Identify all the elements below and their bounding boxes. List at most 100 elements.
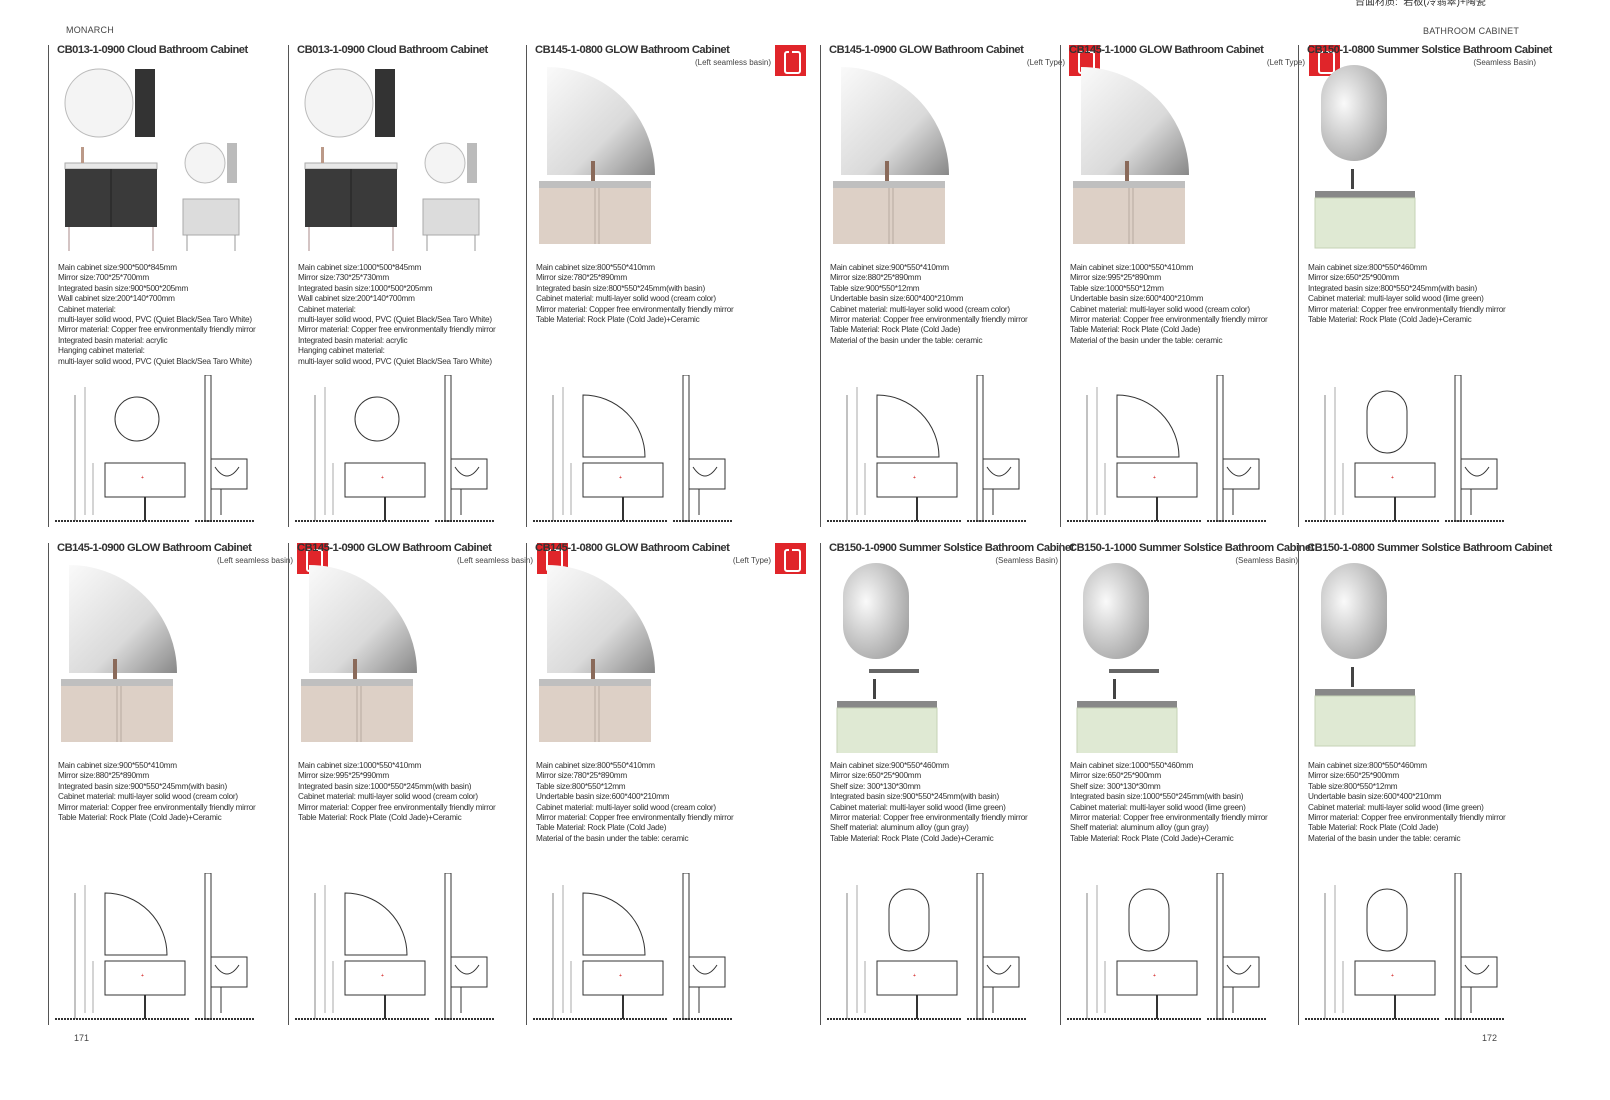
dimension-drawing: + bbox=[295, 374, 495, 522]
faucet bbox=[1125, 161, 1129, 181]
product-image bbox=[1307, 561, 1532, 753]
product-title: CB013-1-0900 Cloud Bathroom Cabinet bbox=[297, 44, 488, 56]
spec-line: Shelf size: 300*130*30mm bbox=[830, 781, 921, 791]
product-card: CB145-1-0800 GLOW Bathroom Cabinet(Left … bbox=[526, 44, 806, 527]
spec-line: Main cabinet size:800*550*460mm bbox=[1308, 263, 1427, 272]
side-wall bbox=[204, 374, 212, 522]
brand-logo-icon bbox=[775, 543, 806, 574]
drawing-mirror bbox=[876, 394, 940, 458]
drawing-mirror bbox=[582, 394, 646, 458]
spec-line: Mirror size:995*25*990mm bbox=[298, 771, 389, 781]
quarter-round-mirror bbox=[1081, 67, 1189, 175]
product-title: CB145-1-0900 GLOW Bathroom Cabinet bbox=[829, 44, 1024, 56]
product-image bbox=[1307, 63, 1532, 255]
product-card: CB150-1-0800 Summer Solstice Bathroom Ca… bbox=[1298, 542, 1552, 1025]
spec-line: Mirror size:650*25*900mm bbox=[1308, 771, 1399, 781]
spec-line: Mirror material: Copper free environment… bbox=[536, 304, 734, 314]
spec-line: multi-layer solid wood, PVC (Quiet Black… bbox=[298, 356, 492, 366]
spec-line: Mirror size:880*25*890mm bbox=[58, 771, 149, 781]
spec-line: Main cabinet size:900*500*845mm bbox=[58, 263, 177, 272]
product-subtitle: (Seamless Basin) bbox=[995, 556, 1058, 565]
spec-line: Mirror size:650*25*900mm bbox=[1308, 273, 1399, 283]
spec-line: Mirror material: Copper free environment… bbox=[1070, 315, 1268, 325]
quarter-round-mirror bbox=[841, 67, 949, 175]
drawing-mirror bbox=[114, 396, 160, 442]
oval-mirror bbox=[1321, 563, 1387, 659]
drawing-mirror bbox=[1128, 888, 1170, 952]
spec-line: Main cabinet size:1000*500*845mm bbox=[298, 263, 422, 272]
product-title: CB145-1-0900 GLOW Bathroom Cabinet bbox=[297, 542, 492, 554]
technical-drawing: + bbox=[533, 872, 758, 1025]
drawing-cabinet bbox=[1116, 960, 1198, 996]
spec-line: Integrated basin size:900*550*245mm(with… bbox=[830, 792, 999, 802]
spec-line: Mirror material: Copper free environment… bbox=[298, 325, 496, 335]
spec-line: Mirror material: Copper free environment… bbox=[536, 813, 734, 823]
quarter-round-mirror bbox=[309, 565, 417, 673]
spec-line: Mirror material: Copper free environment… bbox=[1308, 813, 1506, 823]
drawing-mirror bbox=[1116, 394, 1180, 458]
side-wall bbox=[1454, 872, 1462, 1020]
shelf bbox=[1109, 669, 1159, 673]
spec-line: Mirror size:700*25*700mm bbox=[58, 273, 149, 283]
section-label: BATHROOM CABINET bbox=[1423, 26, 1520, 36]
faucet bbox=[321, 147, 324, 163]
page-number-left: 171 bbox=[74, 1033, 90, 1043]
dimension-drawing: + bbox=[1305, 872, 1505, 1020]
spec-line: Main cabinet size:1000*550*460mm bbox=[1070, 761, 1194, 770]
drawing-cabinet bbox=[1116, 462, 1198, 498]
drawing-mirror bbox=[1366, 390, 1408, 454]
spec-line: Cabinet material: multi-layer solid wood… bbox=[298, 792, 478, 802]
svg-text:+: + bbox=[141, 973, 144, 979]
countertop bbox=[301, 679, 413, 686]
spec-line: Mirror material: Copper free environment… bbox=[58, 802, 256, 812]
faucet bbox=[885, 161, 889, 181]
faucet bbox=[591, 161, 595, 181]
spec-line: multi-layer solid wood, PVC (Quiet Black… bbox=[58, 356, 252, 366]
svg-text:+: + bbox=[619, 475, 622, 481]
spec-line: Wall cabinet size:200*140*700mm bbox=[58, 294, 175, 304]
spec-line: Main cabinet size:1000*550*410mm bbox=[298, 761, 422, 770]
technical-drawing: + bbox=[533, 374, 758, 527]
spec-line: Main cabinet size:900*550*410mm bbox=[58, 761, 177, 770]
oval-mirror bbox=[1083, 563, 1149, 659]
technical-drawing: + bbox=[827, 374, 1052, 527]
dimension-drawing: + bbox=[533, 872, 733, 1020]
brand-logo-icon bbox=[1309, 45, 1340, 76]
drawing-mirror bbox=[344, 892, 408, 956]
countertop bbox=[539, 181, 651, 188]
drawing-cabinet bbox=[876, 960, 958, 996]
spec-line: Undertable basin size:600*400*210mm bbox=[830, 294, 964, 304]
side-cabinet bbox=[688, 956, 726, 988]
spec-line: Shelf size: 300*130*30mm bbox=[1070, 781, 1161, 791]
drawing-mirror bbox=[582, 892, 646, 956]
spec-line: Cabinet material: multi-layer solid wood… bbox=[58, 792, 238, 802]
spec-line: Mirror size:730*25*730mm bbox=[298, 273, 389, 283]
svg-text:+: + bbox=[381, 475, 384, 481]
side-cabinet bbox=[210, 956, 248, 988]
spec-line: Main cabinet size:800*550*460mm bbox=[1308, 761, 1427, 770]
spec-line: Table Material: Rock Plate (Cold Jade)+C… bbox=[1070, 833, 1234, 843]
spec-line: Cabinet material: multi-layer solid wood… bbox=[1070, 304, 1250, 314]
technical-drawing: + bbox=[55, 872, 280, 1025]
side-cabinet bbox=[1222, 458, 1260, 490]
spec-line: Table Material: Rock Plate (Cold Jade)+C… bbox=[58, 813, 222, 823]
svg-text:+: + bbox=[141, 475, 144, 481]
product-subtitle: (Left Type) bbox=[732, 556, 771, 565]
spec-line: Integrated basin size:800*550*245mm(with… bbox=[536, 283, 705, 293]
side-cabinet bbox=[1460, 956, 1498, 988]
product-image bbox=[1069, 561, 1294, 759]
spec-line: Shelf material: aluminum alloy (gun gray… bbox=[830, 823, 969, 833]
countertop bbox=[1315, 689, 1415, 696]
spec-line: Cabinet material: multi-layer solid wood… bbox=[1308, 802, 1484, 812]
dimension-drawing: + bbox=[1067, 374, 1267, 522]
product-subtitle: (Seamless Basin) bbox=[1473, 58, 1536, 67]
spec-line: Table Material: Rock Plate (Cold Jade)+C… bbox=[536, 315, 700, 325]
spec-line: Undertable basin size:600*400*210mm bbox=[1070, 294, 1204, 304]
